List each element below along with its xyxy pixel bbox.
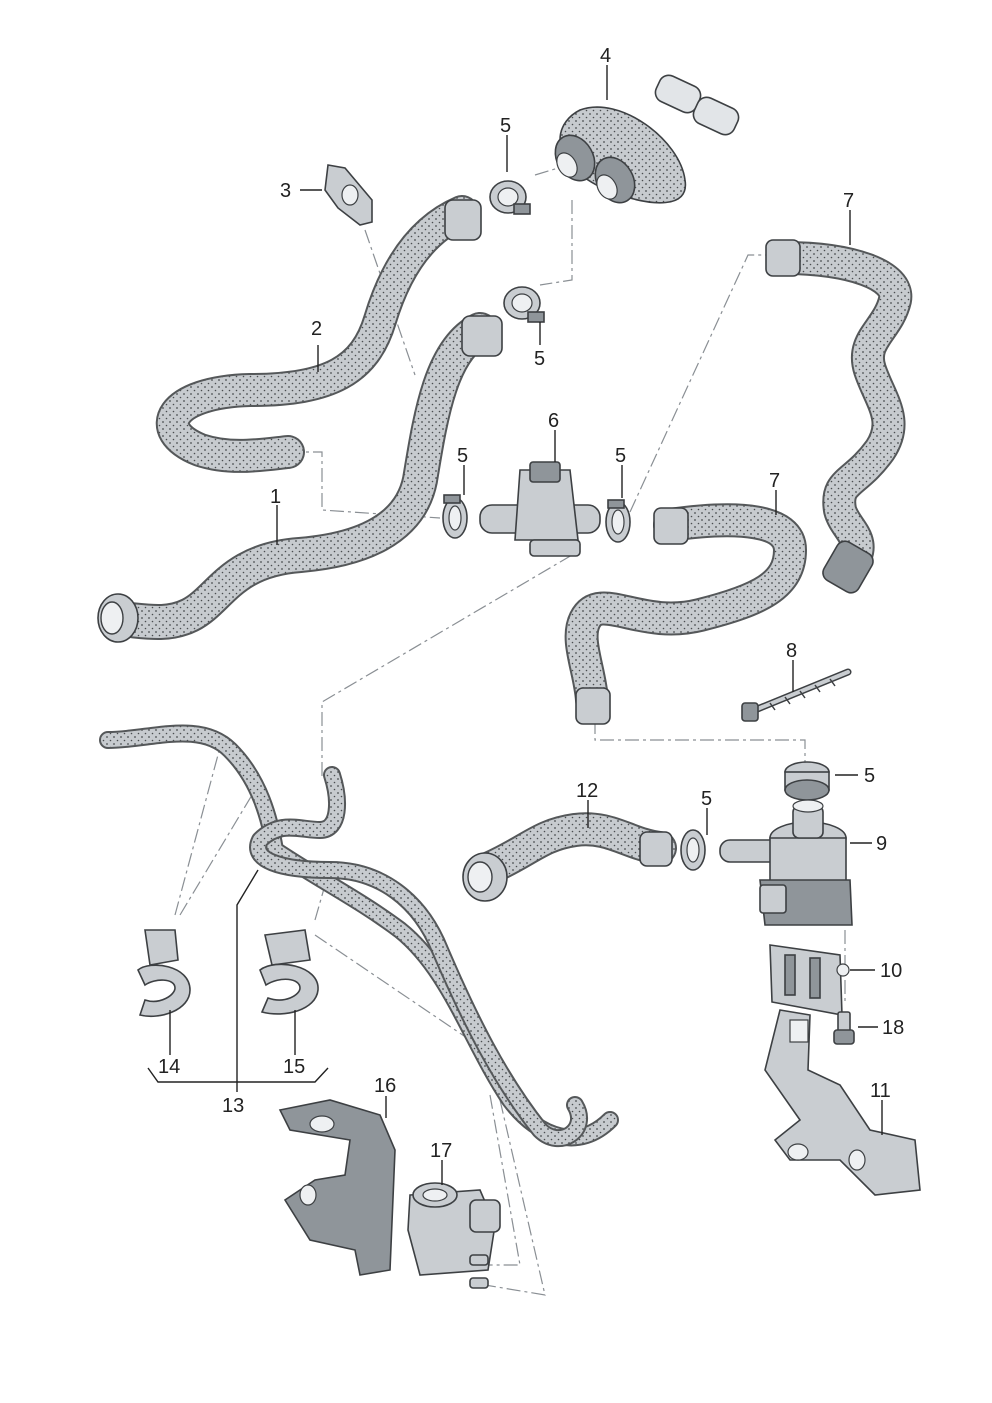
callout-2: 2 (311, 318, 322, 340)
callout-6: 6 (548, 410, 559, 432)
valve-6 (479, 461, 601, 557)
bracket-11 (764, 1009, 921, 1196)
callout-5-pump-top: 5 (864, 765, 875, 787)
callout-5-top: 5 (500, 115, 511, 137)
callout-5-right: 5 (615, 445, 626, 467)
bracket-16 (278, 1099, 396, 1276)
clamp-5-right (605, 499, 631, 543)
hose-7-upper-end (765, 239, 801, 277)
callout-8: 8 (786, 640, 797, 662)
clamp-5-mid (503, 286, 545, 323)
hose-2-end (444, 199, 482, 241)
hose-13 (99, 724, 619, 1148)
clamp-5-pump-top (784, 761, 830, 801)
leader-lines (147, 65, 883, 1185)
callout-7-lower: 7 (769, 470, 780, 492)
assembly-lines (174, 159, 846, 1296)
callout-14: 14 (158, 1056, 180, 1078)
callout-5-mid: 5 (534, 348, 545, 370)
hose-12-end (639, 831, 673, 867)
clamp-5-pump-side (680, 829, 706, 871)
callout-12: 12 (576, 780, 598, 802)
bracket-3 (324, 164, 373, 226)
callout-10: 10 (880, 960, 902, 982)
callout-7-upper: 7 (843, 190, 854, 212)
clip-14 (137, 929, 191, 1017)
clip-15 (259, 929, 319, 1015)
hose-1 (97, 312, 503, 643)
hose-7-upper (765, 239, 913, 594)
hose-7-upper-connector (822, 540, 874, 594)
callout-11: 11 (870, 1080, 891, 1102)
clamp-5-top (489, 180, 531, 215)
hose-7-lower-end-2 (575, 687, 611, 725)
hose-1-end (461, 315, 503, 357)
hose-2 (155, 195, 482, 473)
cable-tie-8 (741, 668, 852, 722)
callout-9: 9 (876, 833, 887, 855)
hose-7-lower-end (653, 507, 689, 545)
callout-16: 16 (374, 1075, 396, 1097)
callout-labels: 1 2 3 4 5 5 5 5 5 5 6 7 7 8 9 10 11 12 1… (158, 45, 904, 1162)
hose-7-lower (564, 503, 807, 725)
callout-4: 4 (600, 45, 611, 67)
callout-18: 18 (882, 1017, 904, 1039)
callout-15: 15 (283, 1056, 305, 1078)
bracket-10 (769, 944, 850, 1016)
clamp-5-left (442, 494, 468, 539)
pump-9 (719, 799, 853, 926)
callout-5-pump-side: 5 (701, 788, 712, 810)
grommet-4 (554, 74, 740, 204)
callout-5-left: 5 (457, 445, 468, 467)
callout-3: 3 (280, 180, 291, 202)
callout-13: 13 (222, 1095, 244, 1117)
bolt-18 (833, 1011, 855, 1045)
callout-17: 17 (430, 1140, 452, 1162)
valve-17 (407, 1182, 501, 1289)
hose-12 (462, 812, 677, 902)
callout-1: 1 (270, 486, 281, 508)
